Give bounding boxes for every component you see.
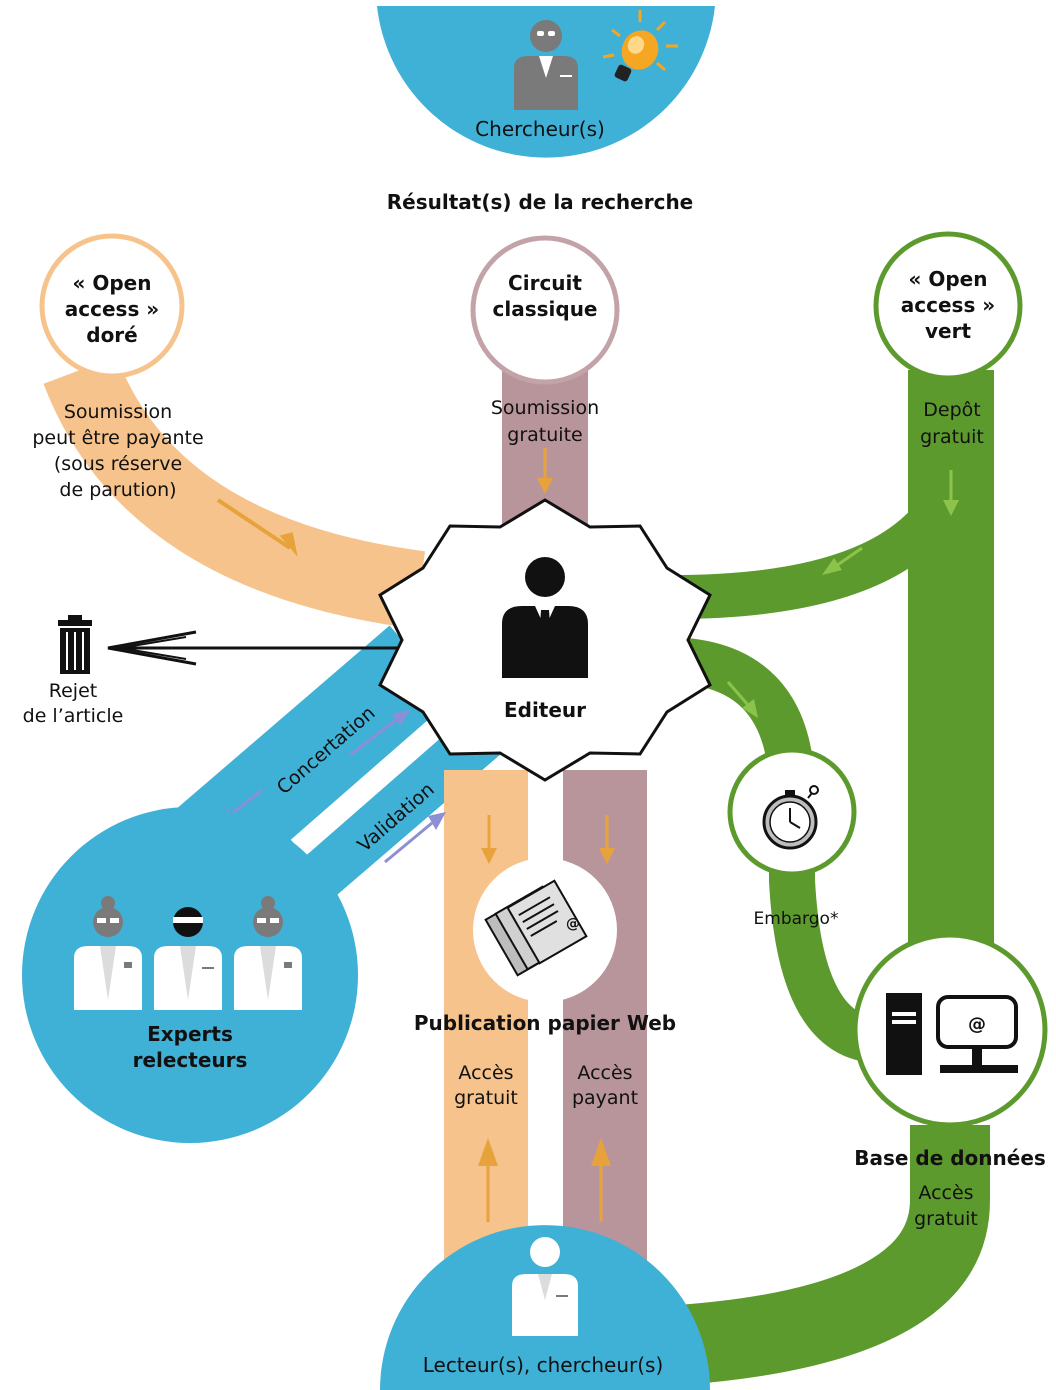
gold-route-circle — [39, 233, 185, 379]
documents-icon: @ — [484, 879, 588, 977]
review-band-divider — [290, 715, 448, 857]
gold-note-3: (sous réserve — [54, 453, 182, 475]
database-access-2: gratuit — [914, 1208, 978, 1230]
paid-access-label-1: Accès — [577, 1062, 632, 1084]
green-note-1: Depôt — [923, 399, 980, 421]
svg-text:@: @ — [968, 1014, 986, 1035]
green-route-line1: « Open — [908, 267, 987, 291]
readers-node: Lecteur(s), chercheur(s) — [380, 1225, 710, 1390]
readers-label: Lecteur(s), chercheur(s) — [423, 1353, 664, 1377]
rejection: Rejet de l’article — [23, 615, 410, 727]
classic-note-2: gratuite — [507, 424, 582, 446]
embargo-node: Embargo* — [727, 747, 857, 929]
embargo-arrow — [726, 681, 750, 706]
publication-label: Publication papier Web — [414, 1011, 676, 1035]
expert-icon — [234, 896, 302, 1010]
rejection-arrowhead — [107, 630, 197, 666]
classic-note-1: Soumission — [491, 397, 599, 419]
gold-route: « Open access » doré Soumission peut êtr… — [32, 233, 298, 557]
gold-note-1: Soumission — [64, 401, 172, 423]
publisher-node: Editeur — [378, 498, 712, 782]
stopwatch-icon — [762, 785, 819, 850]
database-node: @ Base de données Accès gratuit — [852, 932, 1048, 1230]
green-inflow-arrow — [835, 546, 863, 568]
classic-route-circle — [470, 235, 620, 385]
concertation-arrow-down — [229, 788, 263, 817]
experts-node: Experts relecteurs — [22, 807, 358, 1143]
green-note-2: gratuit — [920, 426, 984, 448]
publisher-icon — [502, 557, 588, 678]
validation-arrow — [384, 821, 433, 864]
gold-arrow — [216, 498, 292, 550]
gold-route-line2: access » — [65, 297, 159, 321]
free-access-label-1: Accès — [458, 1062, 513, 1084]
expert-icon — [154, 907, 222, 1010]
publication-node: @ Publication papier Web — [414, 815, 676, 1035]
database-to-readers-band — [677, 1125, 990, 1385]
monitor-icon: @ — [936, 995, 1018, 1073]
researcher-icon — [514, 20, 578, 110]
gold-route-line1: « Open — [72, 271, 151, 295]
gold-note-4: de parution) — [59, 479, 176, 501]
publisher-label: Editeur — [504, 698, 586, 722]
research-results-label: Résultat(s) de la recherche — [387, 190, 694, 214]
gold-route-line3: doré — [86, 323, 137, 347]
classic-route-line1: Circuit — [508, 271, 582, 295]
classic-route: Circuit classique Soumission gratuite — [470, 235, 620, 494]
classic-route-line2: classique — [493, 297, 598, 321]
experts-label-2: relecteurs — [133, 1048, 248, 1072]
green-route: « Open access » vert Depôt gratuit — [726, 231, 1023, 718]
green-route-line2: access » — [901, 293, 995, 317]
server-icon — [886, 993, 922, 1075]
researchers-label: Chercheur(s) — [475, 117, 605, 141]
svg-text:@: @ — [566, 916, 580, 932]
access-labels: Accès gratuit Accès payant — [454, 1062, 638, 1222]
green-deposit-band — [908, 370, 994, 970]
lightbulb-icon — [602, 10, 678, 82]
trash-icon — [58, 615, 92, 674]
reader-icon — [512, 1237, 578, 1336]
gold-submission-band — [43, 355, 426, 629]
database-access-1: Accès — [918, 1182, 973, 1204]
green-to-publisher-band — [659, 463, 980, 620]
rejection-label-2: de l’article — [23, 705, 124, 727]
expert-icon — [74, 896, 142, 1010]
paid-access-label-2: payant — [572, 1087, 638, 1109]
rejection-label-1: Rejet — [49, 680, 97, 702]
free-access-label-2: gratuit — [454, 1087, 518, 1109]
gold-note-2: peut être payante — [32, 427, 203, 449]
database-label: Base de données — [854, 1146, 1046, 1170]
experts-label-1: Experts — [147, 1022, 233, 1046]
embargo-label: Embargo* — [754, 909, 839, 929]
researchers-node: Chercheur(s) — [377, 6, 715, 158]
green-route-line3: vert — [925, 319, 971, 343]
concertation-arrow-up — [349, 718, 397, 757]
green-route-circle — [873, 231, 1023, 381]
